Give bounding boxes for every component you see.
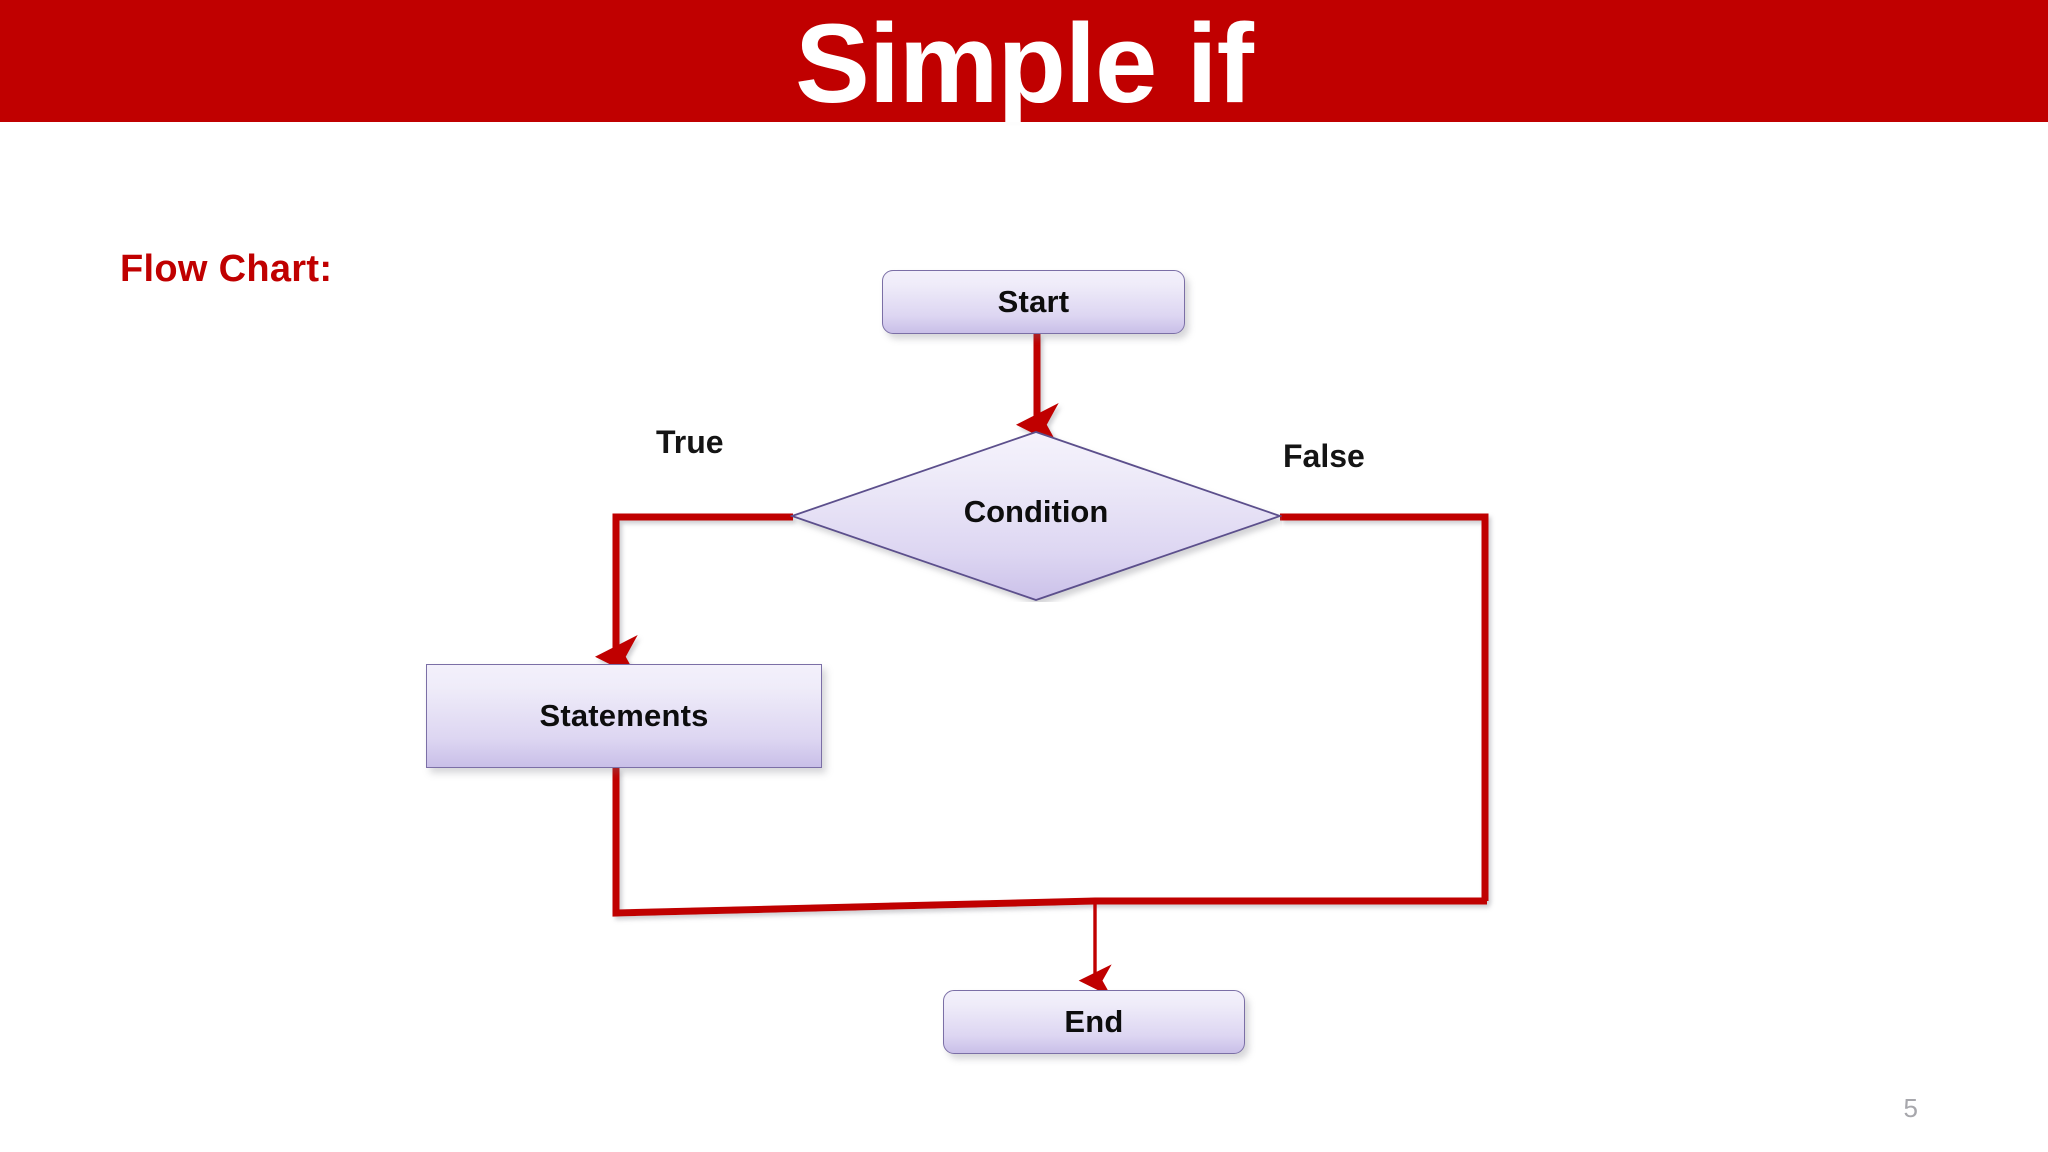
diamond-shape: [790, 431, 1282, 601]
flow-node-condition[interactable]: Condition: [790, 430, 1282, 602]
flow-chart-label: Flow Chart:: [120, 248, 333, 290]
connector-statements-to-join: [612, 768, 1487, 917]
flow-node-start-label: Start: [997, 284, 1070, 319]
branch-label-false: False: [1283, 438, 1365, 474]
flow-node-end-label: End: [1064, 1004, 1124, 1039]
title-descender-spill: Simple if: [0, 122, 2048, 168]
title-banner: Simple if: [0, 0, 2048, 122]
flow-node-statements-label: Statements: [539, 698, 709, 733]
flow-node-statements[interactable]: Statements: [426, 664, 822, 768]
flow-node-condition-label: Condition: [963, 494, 1109, 529]
branch-label-true: True: [656, 424, 724, 460]
connector-condition-false-to-join: [1280, 513, 1489, 901]
flow-node-end[interactable]: End: [943, 990, 1245, 1054]
page-title: Simple if: [795, 1, 1254, 122]
page-number: 5: [1903, 1093, 1918, 1123]
flow-node-start[interactable]: Start: [882, 270, 1185, 334]
connector-condition-true-to-statements: [594, 513, 793, 679]
